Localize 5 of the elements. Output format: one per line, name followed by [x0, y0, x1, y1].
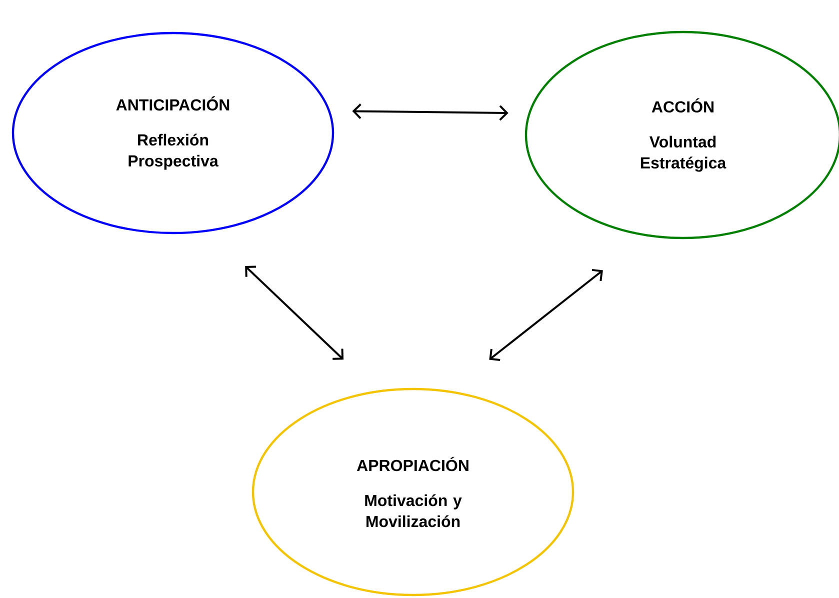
double-arrow [489, 268, 603, 362]
ellipse-node: ANTICIPACIÓN Reflexión Prospectiva [12, 32, 334, 234]
double-arrow [352, 104, 508, 121]
ellipse-node: APROPIACIÓN Motivación y Movilización [252, 388, 574, 596]
double-arrow [245, 266, 344, 360]
